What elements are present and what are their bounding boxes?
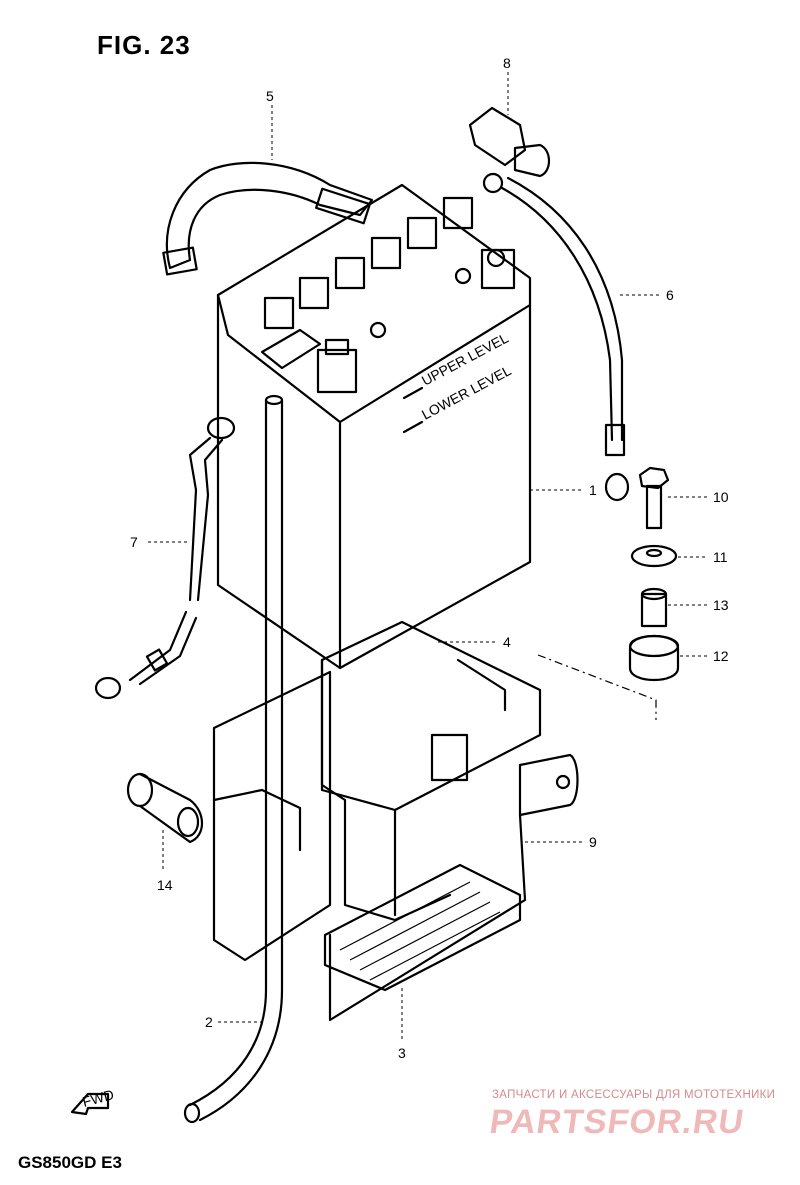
fwd-arrow-text: FWD (81, 1086, 116, 1110)
negative-lead-wire (94, 416, 236, 700)
callout-12: 12 (713, 648, 729, 664)
breather-hose (183, 394, 284, 1124)
callout-13: 13 (713, 597, 729, 613)
leader-lines (148, 72, 708, 1042)
bolt (638, 466, 670, 530)
terminal-cap (468, 106, 551, 178)
callout-2: 2 (205, 1014, 213, 1030)
battery-strap (162, 161, 374, 276)
mounting-line (537, 654, 657, 720)
callout-5: 5 (266, 88, 274, 104)
battery: UPPER LEVEL LOWER LEVEL (216, 183, 532, 670)
callouts: 5 8 6 1 10 7 11 13 4 12 9 14 2 3 (130, 55, 729, 1061)
battery-terminal-positive (480, 248, 516, 290)
callout-7: 7 (130, 534, 138, 550)
bush (126, 772, 204, 844)
watermark-logo: PARTSFOR.RU (487, 1103, 747, 1141)
positive-lead-wire (482, 172, 630, 502)
callout-11: 11 (713, 549, 728, 565)
figure-title: FIG. 23 (97, 30, 191, 60)
washer (630, 544, 678, 568)
battery-cell-caps (263, 196, 474, 330)
callout-4: 4 (503, 634, 511, 650)
callout-10: 10 (713, 489, 729, 505)
callout-1: 1 (589, 482, 597, 498)
callout-8: 8 (503, 55, 511, 71)
battery-terminal-negative (316, 338, 358, 394)
callout-9: 9 (589, 834, 597, 850)
rubber-cushion (628, 634, 680, 681)
battery-holder (320, 620, 542, 922)
watermark-caption: ЗАПЧАСТИ И АКСЕССУАРЫ ДЛЯ МОТОТЕХНИКИ (492, 1089, 776, 1101)
battery-tray-bracket (212, 670, 579, 1022)
callout-14: 14 (157, 877, 173, 893)
callout-3: 3 (398, 1045, 406, 1061)
callout-6: 6 (666, 287, 674, 303)
model-code: GS850GD E3 (18, 1153, 122, 1172)
spacer (640, 587, 668, 628)
battery-cushion-mat (323, 863, 522, 992)
fwd-arrow: FWD (70, 1086, 116, 1116)
